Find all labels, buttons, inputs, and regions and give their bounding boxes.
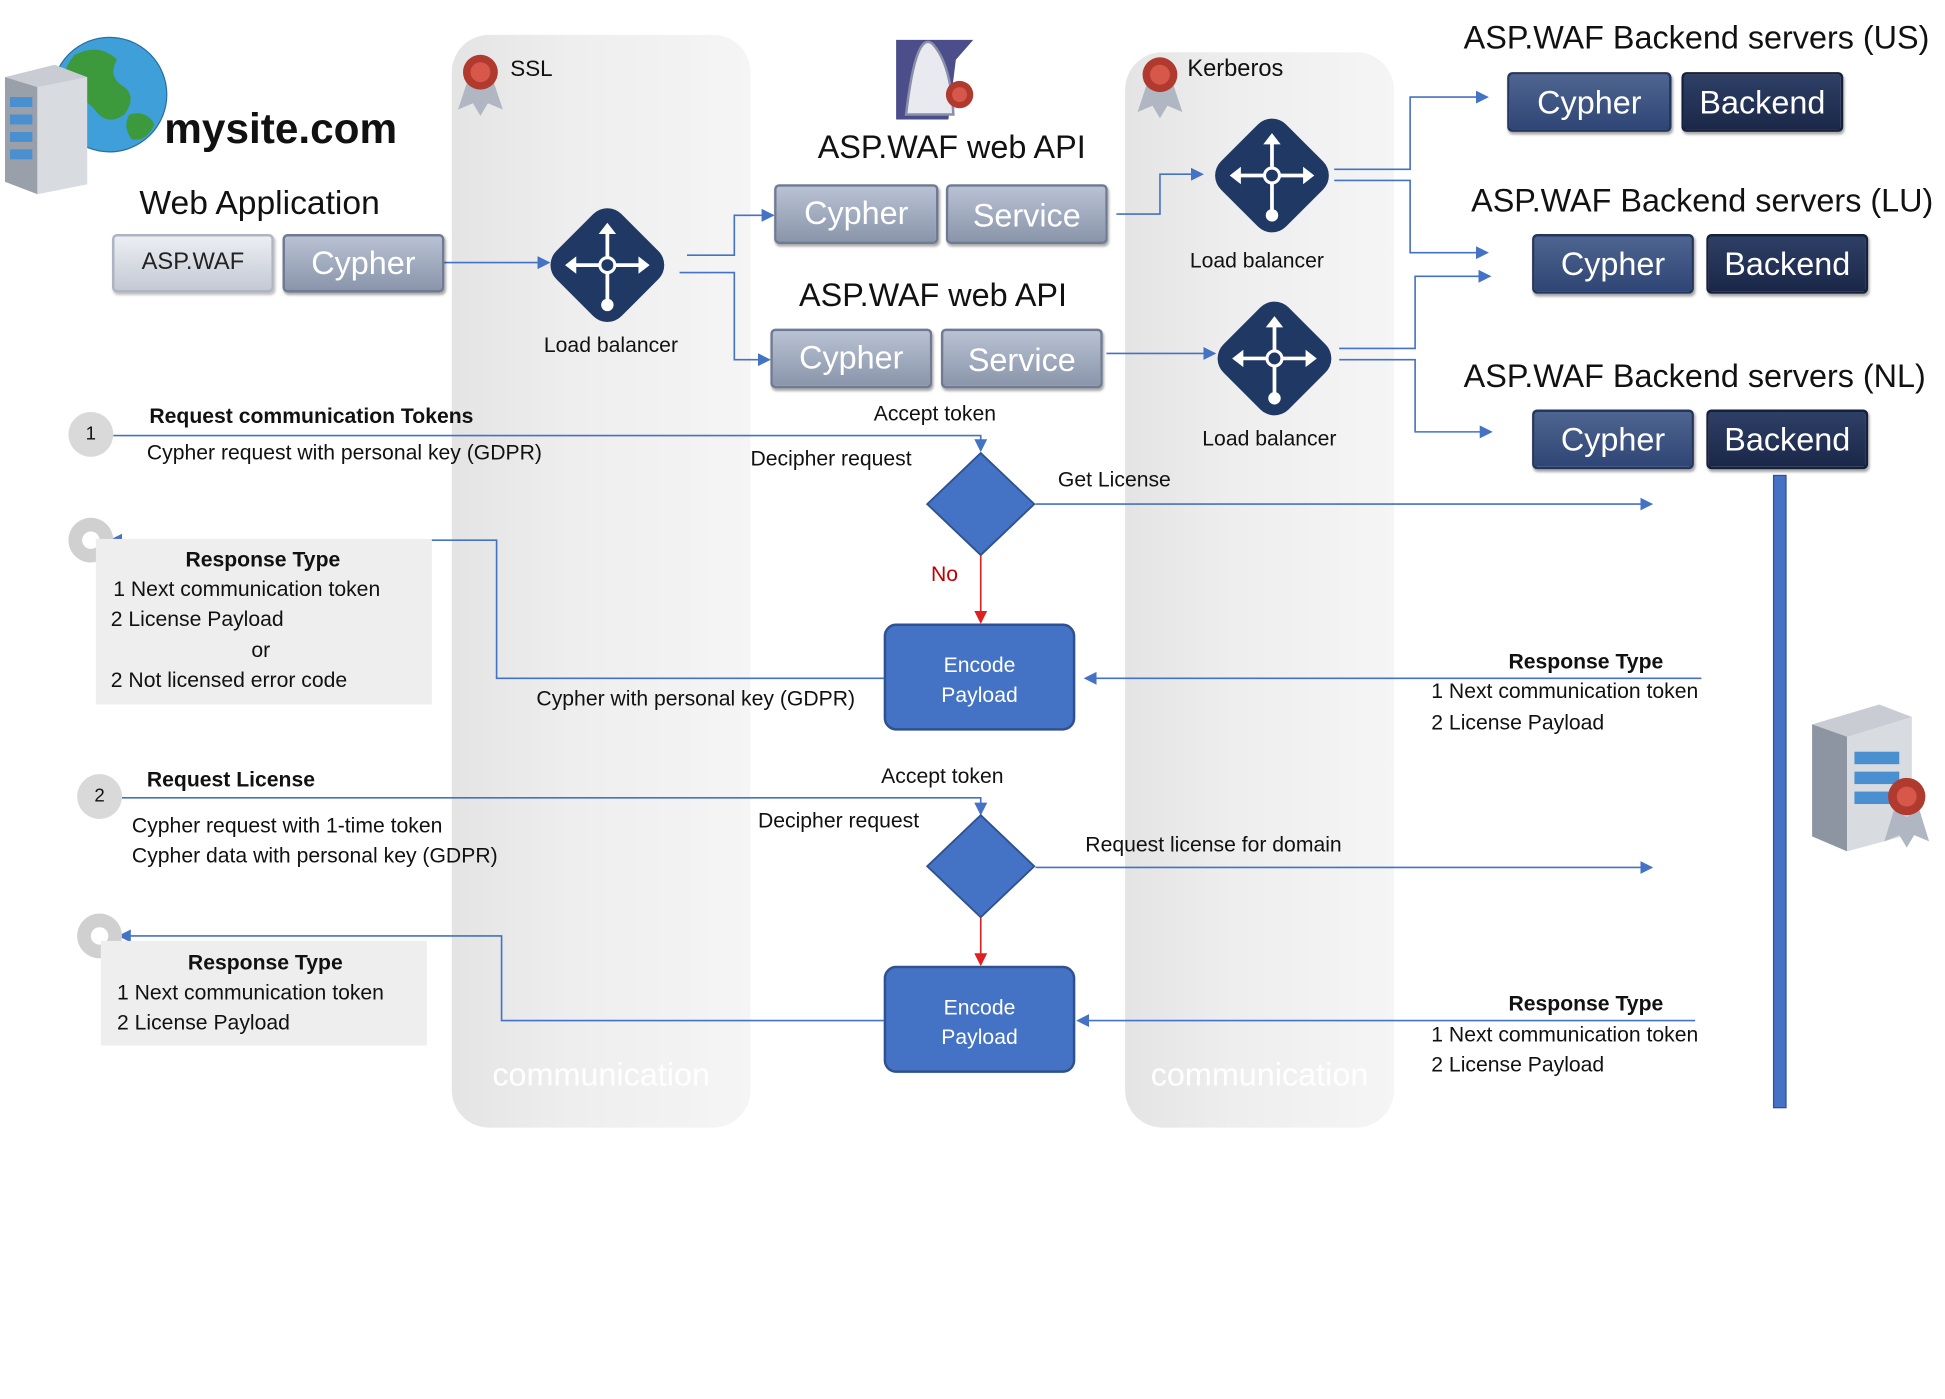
flow2-decipher: Decipher request [757,808,920,833]
load-balancer-icon-3 [1217,301,1332,416]
flow2-left-response-box [100,940,427,1046]
backend-bus-bar [1772,474,1787,1109]
ssl-label: SSL [510,56,553,81]
flow1-right-resp-1: 1 Next communication token [1431,679,1699,704]
flow2-right-resp-title: Response Type [1508,991,1664,1016]
step-1-marker: 1 [68,411,114,457]
flow1-left-resp-3: 2 Not licensed error code [110,668,348,692]
flow2-encode-line1: Encode [943,995,1016,1020]
flow1-encode-line2: Payload [941,683,1018,707]
load-balancer-icon-1 [550,208,665,322]
flow2-left-resp-2: 2 License Payload [116,1010,290,1035]
backend-lu-backend: Backend [1706,233,1869,294]
flow1-left-resp-or: or [251,638,271,663]
flow1-left-resp-title: Response Type [185,547,341,572]
backend-title-us: ASP.WAF Backend servers (US) [1463,18,1930,57]
flow1-decipher: Decipher request [750,446,912,471]
kerberos-lane: communication [1125,52,1394,1128]
flow2-desc-2: Cypher data with personal key (GDPR) [131,843,498,868]
web-api-title-1: ASP.WAF web API [817,128,1086,166]
site-domain: mysite.com [164,105,398,154]
flow2-desc-1: Cypher request with 1-time token [131,813,443,838]
flow1-left-resp-2: 2 License Payload [110,607,284,632]
flow2-title: Request License [146,767,316,792]
flow1-right-resp-2: 2 License Payload [1431,710,1605,735]
flow2-encode-line2: Payload [941,1025,1018,1050]
decision-diamond-2 [925,813,1036,919]
kerberos-seal-icon [1137,57,1183,119]
backend-us-cypher: Cypher [1507,72,1672,132]
flow1-no-label: No [930,562,959,587]
web-api-2-cypher: Cypher [770,328,933,389]
server-icon-left [4,64,88,195]
backend-us-backend: Backend [1681,72,1844,132]
kerberos-label: Kerberos [1187,56,1284,83]
flow2-accept-token: Accept token [881,764,1004,788]
backend-lu-cypher: Cypher [1532,233,1694,294]
kerberos-lane-label: communication [1150,1055,1369,1093]
ssl-seal-icon [458,54,503,116]
decision-diamond-1 [925,451,1036,557]
backend-nl-backend: Backend [1706,409,1869,470]
step-2-marker: 2 [77,774,122,819]
flow1-title: Request communication Tokens [149,404,474,429]
backend-nl-cypher: Cypher [1532,409,1694,470]
web-api-1-cypher: Cypher [774,184,939,244]
flow2-left-resp-title: Response Type [187,950,343,975]
flow1-left-resp-1: 1 Next communication token [113,577,381,602]
secure-server-icon [1812,704,1930,852]
ssl-lane-label: communication [492,1055,710,1093]
aspwaf-button: ASP.WAF [112,233,274,293]
flow1-accept-token: Accept token [873,402,997,426]
load-balancer-label-3: Load balancer [1202,426,1337,451]
flow1-left-response-box [95,538,432,705]
flow1-encode-payload: Encode Payload [883,623,1076,731]
flow1-encode-line1: Encode [943,653,1016,678]
web-api-title-2: ASP.WAF web API [799,276,1068,314]
flow1-get-license: Get License [1057,467,1171,492]
flow1-desc: Cypher request with personal key (GDPR) [146,440,542,465]
load-balancer-icon-2 [1215,118,1329,233]
backend-title-nl: ASP.WAF Backend servers (NL) [1463,357,1926,395]
connector-lines [4,36,1930,1109]
backend-title-lu: ASP.WAF Backend servers (LU) [1471,181,1934,220]
flow2-request-license-domain: Request license for domain [1085,832,1342,857]
flow1-return-label: Cypher with personal key (GDPR) [536,687,856,711]
flow2-right-resp-1: 1 Next communication token [1431,1023,1699,1047]
load-balancer-label-2: Load balancer [1189,248,1324,273]
web-api-1-service: Service [945,184,1108,244]
web-app-cypher-button: Cypher [282,233,445,293]
flow2-encode-payload: Encode Payload [883,965,1076,1073]
load-balancer-label-1: Load balancer [543,333,679,358]
web-api-2-service: Service [940,328,1103,389]
flow2-right-resp-2: 2 License Payload [1431,1052,1605,1077]
aspwaf-api-logo-icon [896,39,974,120]
web-application-title: Web Application [139,184,380,222]
flow2-left-resp-1: 1 Next communication token [116,980,384,1005]
flow1-right-resp-title: Response Type [1508,649,1664,674]
